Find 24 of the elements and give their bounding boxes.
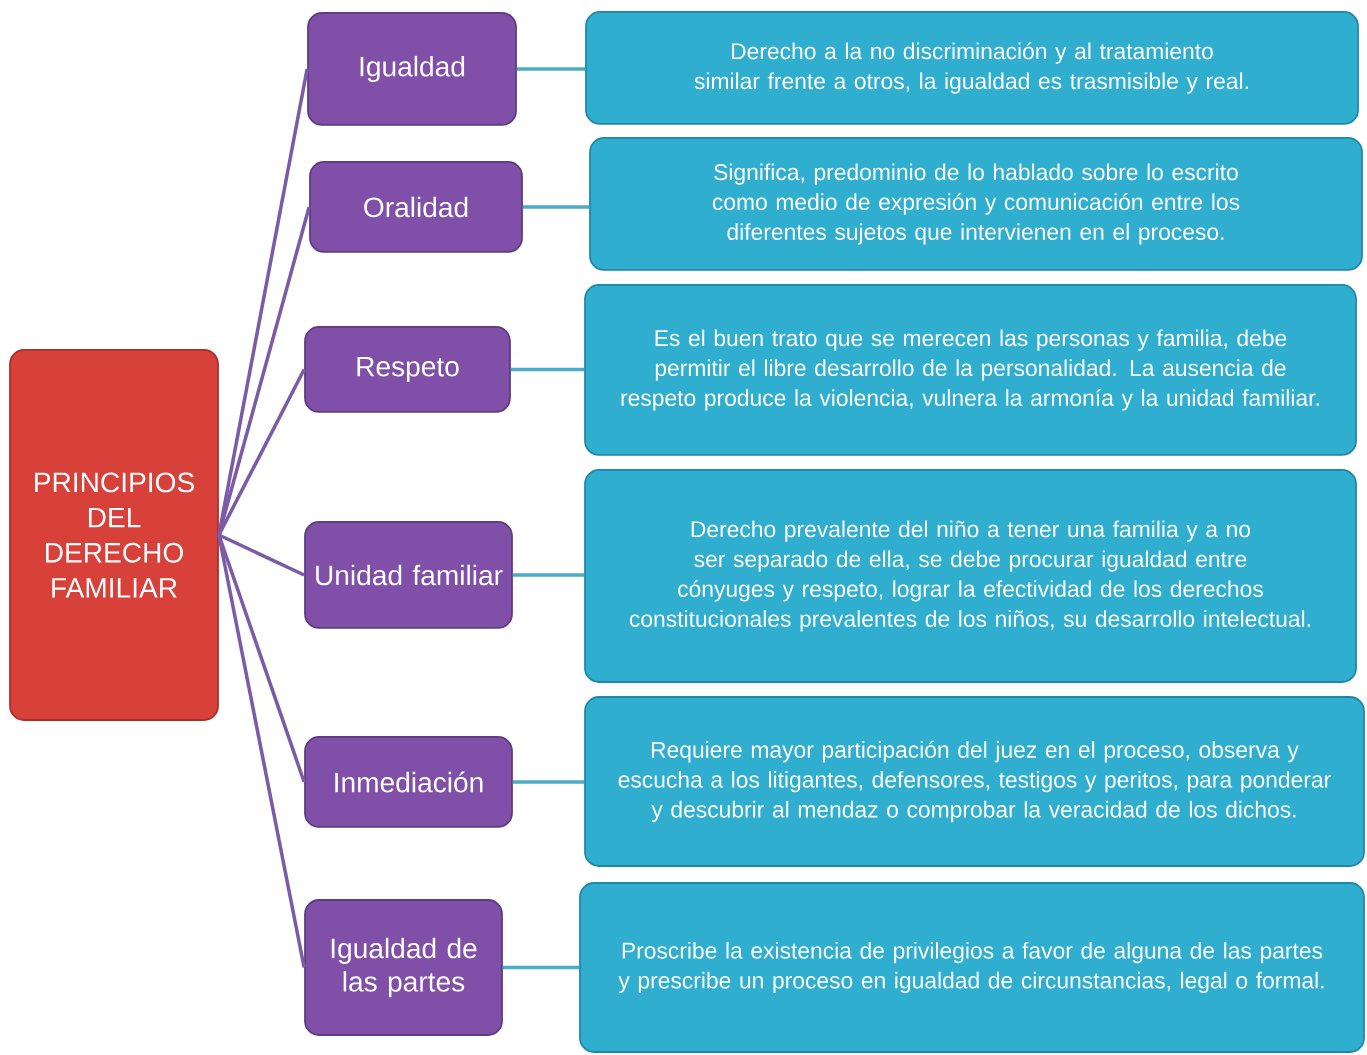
principle-box: Inmediación [304, 736, 513, 828]
principle-box: Unidad familiar [304, 521, 513, 629]
connector-line [217, 368, 306, 536]
description-box: Proscribe la existencia de privilegios a favor de alguna de las partes y prescribe un proceso en igualdad de circunstancias, legal o formal. [579, 882, 1365, 1053]
connector-line [502, 965, 580, 970]
connector-line [522, 205, 590, 209]
description-box: Significa, predominio de lo hablado sobre lo escrito como medio de expresión y comunicación entre los diferentes sujetos que intervienen en el proceso. [589, 137, 1363, 271]
connector-line [510, 367, 585, 372]
title-box: PRINCIPIOS DEL DERECHO FAMILIAR [9, 349, 219, 721]
connector-line [217, 534, 306, 968]
connector-line [217, 534, 306, 783]
description-box: Es el buen trato que se merecen las personas y familia, debe permitir el libre desarrollo de la personalidad. La ausencia de respeto produce la violencia, vulnera la armonía y la unidad familiar. [584, 284, 1357, 456]
description-box: Derecho a la no discriminación y al tratamiento similar frente a otros, la igualdad es trasmisible y real. [585, 11, 1359, 125]
description-box: Requiere mayor participación del juez en el proceso, observa y escucha a los litigantes, defensores, testigos y peritos, para ponderar y descubrir al mendaz o comprobar la veracidad de los dichos. [584, 696, 1365, 867]
principle-box: Oralidad [309, 161, 523, 253]
connector-line [512, 780, 585, 784]
connector-line [512, 573, 585, 577]
principle-box: Respeto [304, 326, 511, 413]
connector-line [218, 533, 305, 577]
connector-line [516, 67, 586, 71]
principle-box: Igualdad [307, 12, 517, 126]
connector-line [217, 206, 311, 536]
principle-box: Igualdad de las partes [304, 899, 503, 1036]
description-box: Derecho prevalente del niño a tener una familia y a no ser separado de ella, se debe procurar igualdad entre cónyuges y respeto, lograr la efectividad de los derechos constitucionales prevalentes de los niños, su desarrollo intelectual. [584, 469, 1357, 683]
